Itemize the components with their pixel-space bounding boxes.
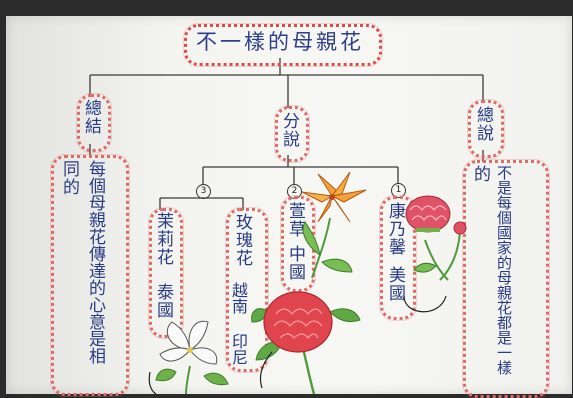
rose-cloud bbox=[226, 208, 268, 372]
carnation-drawing-icon bbox=[403, 195, 467, 313]
middle-branch-heading: 分說 bbox=[279, 112, 299, 148]
page-title: 不一樣的母親花 bbox=[196, 30, 364, 54]
jasmine-drawing-icon bbox=[148, 320, 229, 394]
right-branch-heading: 總說 bbox=[473, 106, 493, 142]
left-branch-heading: 總結 bbox=[81, 99, 101, 135]
right-branch-text-1: 不是每個國家的母親花都是一樣 bbox=[495, 165, 513, 375]
thailand-label: 泰國 bbox=[153, 283, 173, 319]
right-branch-text-2: 的 bbox=[470, 165, 490, 183]
number-badge-3: 3 bbox=[196, 184, 211, 199]
left-branch-text-1: 每個母親花傳達的心意是相 bbox=[85, 160, 105, 364]
daylily-label: 萱草 bbox=[285, 202, 305, 238]
lily-drawing-icon bbox=[301, 171, 367, 279]
carnation-cloud bbox=[380, 196, 416, 320]
usa-label: 美國 bbox=[385, 266, 405, 302]
middle-heading-cloud bbox=[275, 106, 309, 162]
title-cloud bbox=[184, 24, 382, 66]
vietnam-indonesia-label: 越南 印尼 bbox=[229, 282, 248, 365]
china-label: 中國 bbox=[285, 245, 305, 281]
left-branch-text-2: 同的 bbox=[59, 160, 79, 196]
carnation-label: 康乃馨 bbox=[385, 202, 405, 256]
right-heading-cloud bbox=[468, 100, 504, 158]
rose-drawing-icon bbox=[251, 291, 361, 394]
jasmine-cloud bbox=[149, 208, 183, 338]
rose-label: 玫瑰花 bbox=[232, 213, 252, 267]
jasmine-label: 茉莉花 bbox=[153, 212, 173, 266]
left-heading-cloud bbox=[77, 94, 111, 152]
